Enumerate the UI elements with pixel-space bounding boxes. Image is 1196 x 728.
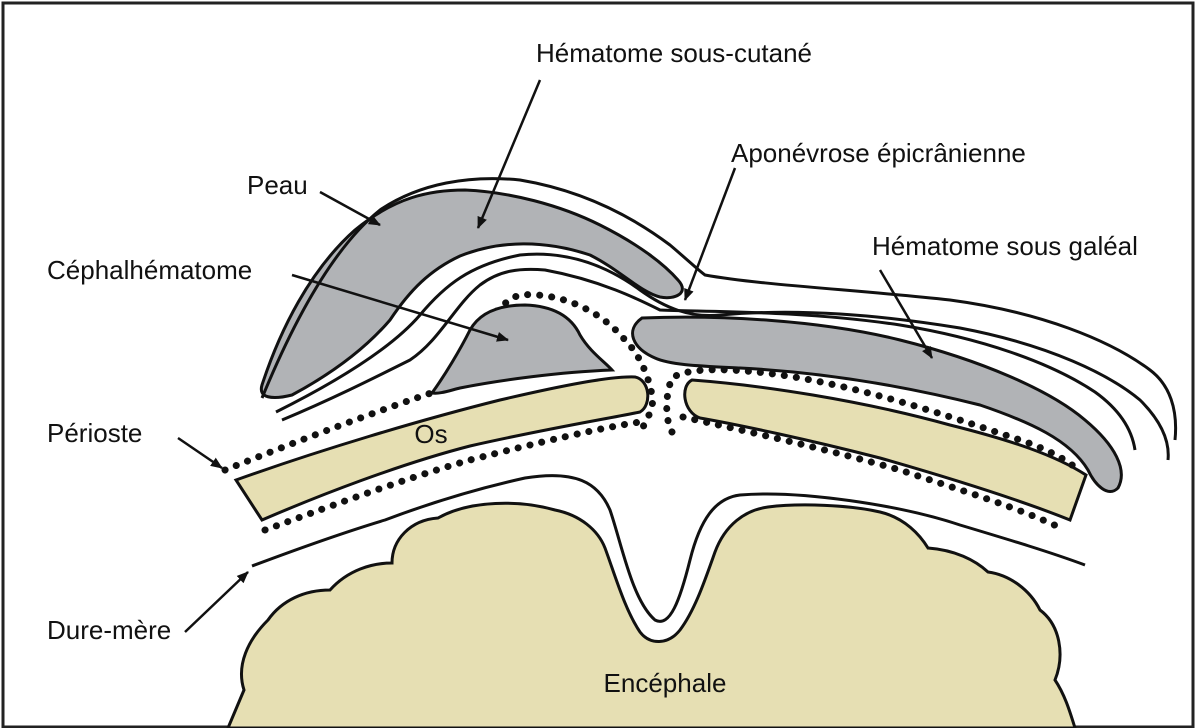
label-cephalhematome: Céphalhématome [47,255,252,285]
label-encephale: Encéphale [604,668,727,698]
label-dure-mere: Dure-mère [47,615,171,645]
label-aponevrose: Aponévrose épicrânienne [731,138,1026,168]
label-os: Os [414,419,447,449]
label-perioste: Périoste [47,418,142,448]
label-hematome-sous-cutane: Hématome sous-cutané [536,38,812,68]
label-peau: Peau [247,170,308,200]
label-hematome-sous-galeal: Hématome sous galéal [872,231,1138,261]
